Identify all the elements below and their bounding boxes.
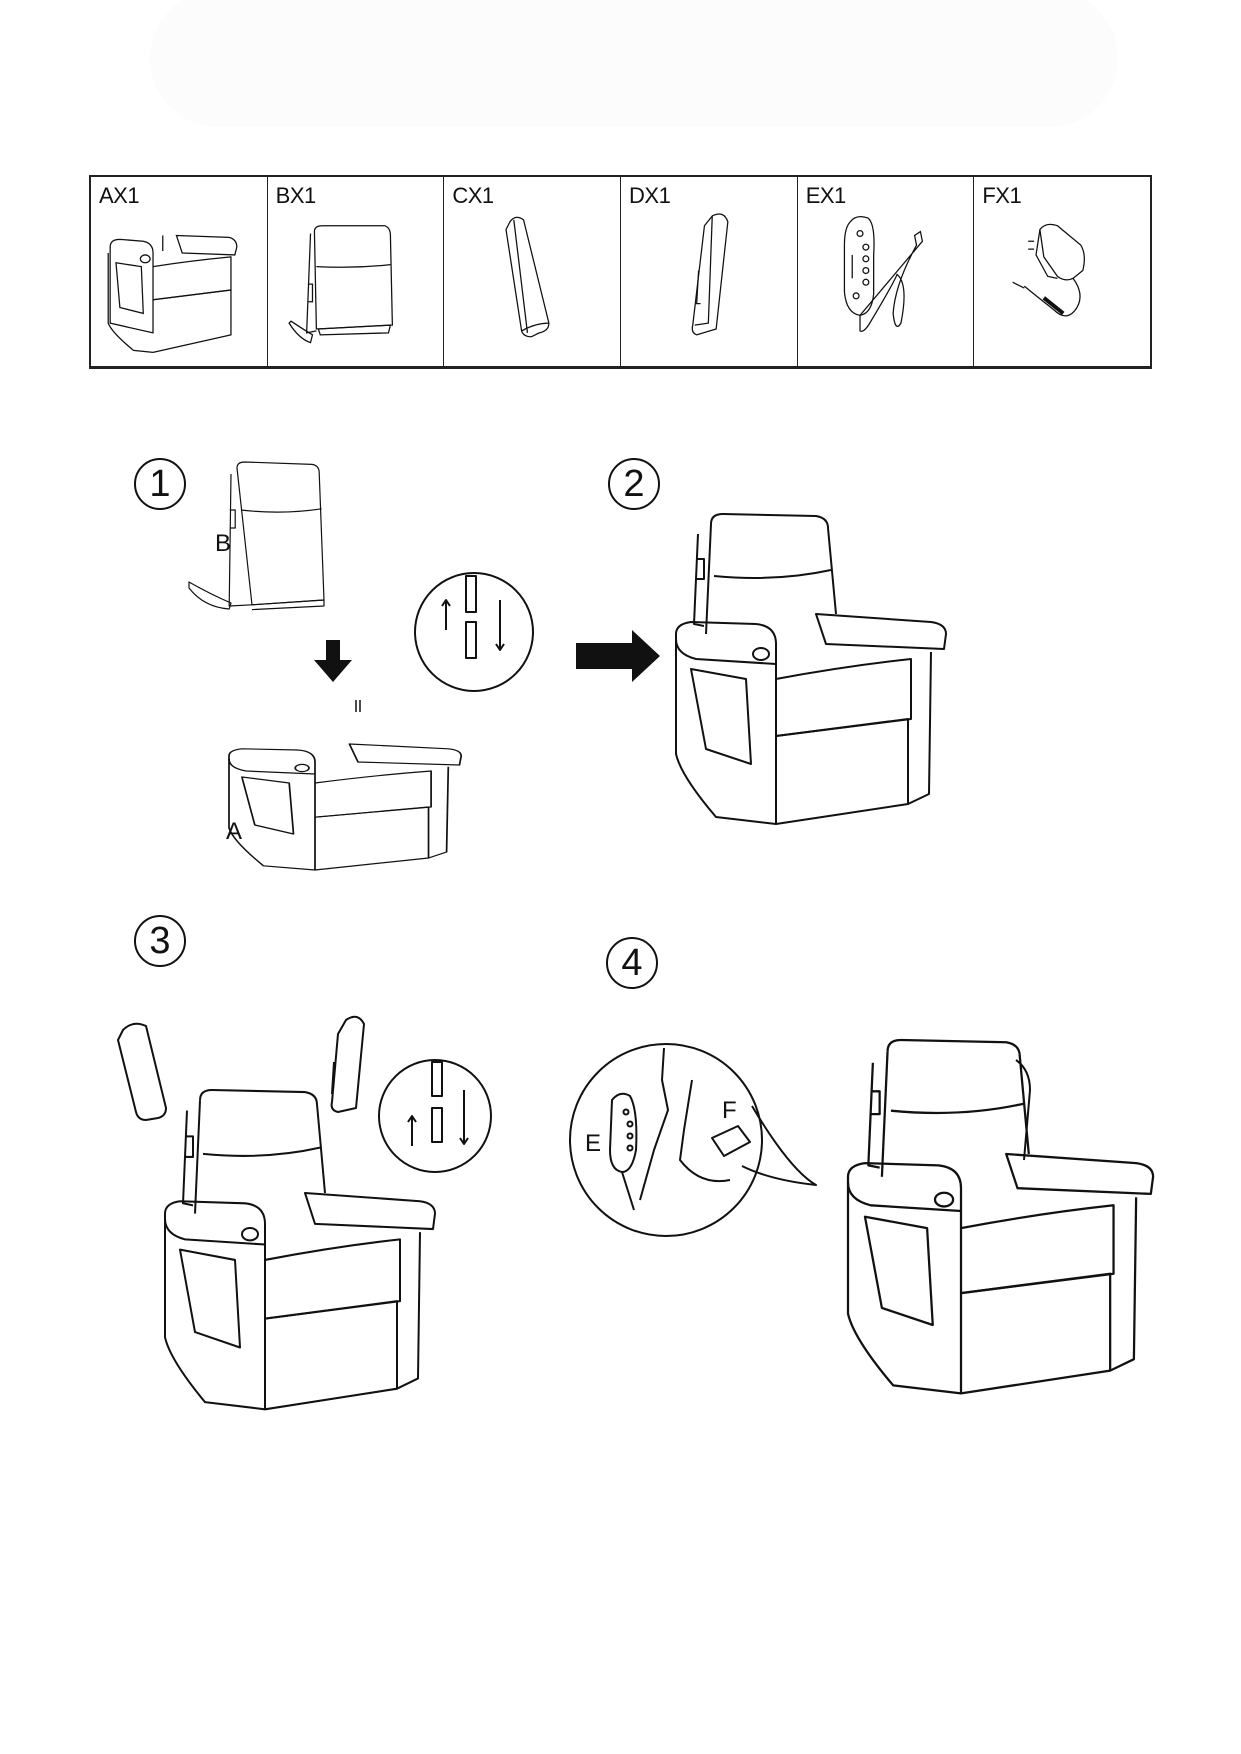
part-label: EX1 xyxy=(805,183,847,208)
label-f: F xyxy=(722,1097,737,1124)
step-number-1: 1 xyxy=(134,458,186,510)
part-label: AX1 xyxy=(99,183,140,208)
part-label: CX1 xyxy=(452,183,494,208)
label-a: A xyxy=(226,818,243,845)
part-cell-f: FX1 xyxy=(974,177,1150,366)
armrest-pad-icon xyxy=(505,216,550,338)
armrest-pad-c-drawing xyxy=(117,1022,167,1121)
part-label: BX1 xyxy=(275,183,317,208)
power-adapter-icon xyxy=(1012,223,1086,317)
backrest-icon xyxy=(287,225,393,344)
parts-list-table: AX1 BX1 CX1 DX1 xyxy=(89,175,1152,369)
part-label: FX1 xyxy=(982,183,1022,208)
label-b: B xyxy=(215,530,232,557)
assembled-recliner-drawing xyxy=(676,514,946,824)
step-number-3: 3 xyxy=(134,915,186,967)
bracket-detail-circle xyxy=(414,572,534,692)
part-cell-c: CX1 xyxy=(444,177,622,366)
bracket-detail-circle xyxy=(378,1059,492,1173)
part-label: DX1 xyxy=(629,183,671,208)
step-number-2: 2 xyxy=(608,458,660,510)
hand-controller-icon xyxy=(843,216,923,332)
seat-base-icon xyxy=(107,234,238,353)
step-number-4: 4 xyxy=(606,937,658,989)
wing-right xyxy=(1015,1059,1031,1161)
down-arrow-icon xyxy=(314,640,352,682)
part-cell-d: DX1 xyxy=(621,177,798,366)
seat-base-a-drawing xyxy=(228,743,463,871)
label-e: E xyxy=(585,1130,602,1157)
armrest-pad-d-drawing xyxy=(330,1015,365,1113)
blank-header-area xyxy=(150,0,1118,127)
armrest-pad-icon xyxy=(691,213,729,336)
recliner-step3-drawing xyxy=(165,1090,435,1409)
backrest-b-drawing xyxy=(188,461,325,611)
part-cell-a: AX1 xyxy=(91,177,268,366)
part-cell-b: BX1 xyxy=(268,177,445,366)
next-arrow-icon xyxy=(576,630,660,682)
connection-detail-circle xyxy=(569,1043,817,1237)
part-cell-e: EX1 xyxy=(798,177,975,366)
recliner-wing-drawing xyxy=(848,1040,1153,1393)
